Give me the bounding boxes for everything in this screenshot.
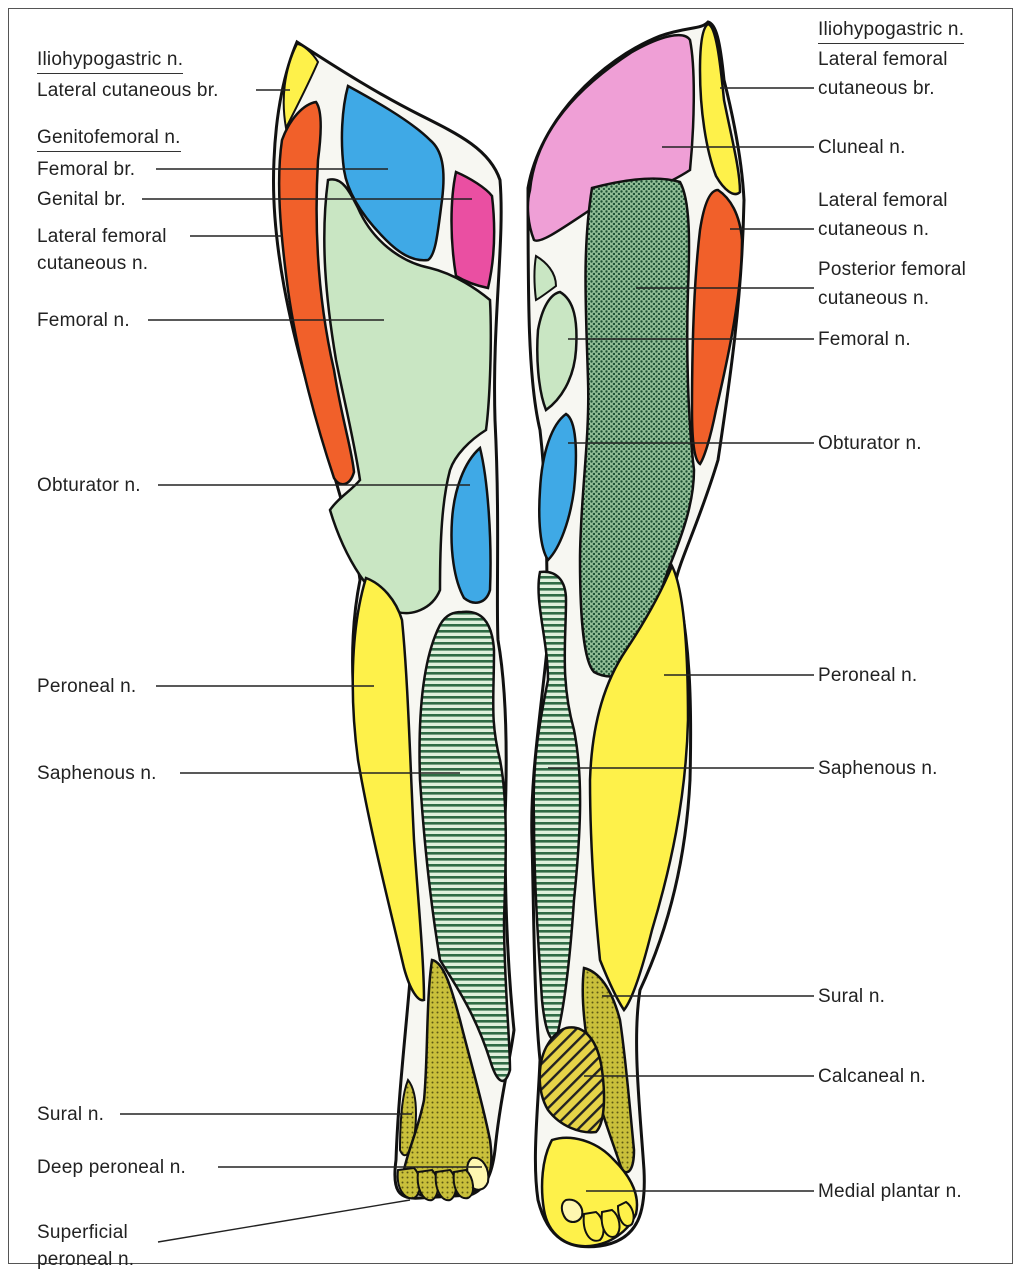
label-right-peroneal: Peroneal n. bbox=[818, 661, 917, 690]
label-right-posterior-femoral-cutaneous-line2: cutaneous n. bbox=[818, 284, 929, 313]
label-right-medial-plantar: Medial plantar n. bbox=[818, 1177, 962, 1206]
right-heel-spot bbox=[562, 1200, 582, 1222]
label-right-cluneal: Cluneal n. bbox=[818, 133, 906, 162]
label-right-lateral-femoral-cutaneous-branch-line1: Lateral femoral bbox=[818, 45, 948, 74]
label-right-lateral-femoral-cutaneous-line2: cutaneous n. bbox=[818, 215, 929, 244]
label-left-lateral-cutaneous-branch: Lateral cutaneous br. bbox=[37, 76, 219, 105]
label-left-lateral-femoral-cutaneous-line2: cutaneous n. bbox=[37, 249, 148, 278]
label-right-sural: Sural n. bbox=[818, 982, 885, 1011]
label-left-femoral: Femoral n. bbox=[37, 306, 130, 335]
label-left-obturator: Obturator n. bbox=[37, 471, 141, 500]
label-left-saphenous: Saphenous n. bbox=[37, 759, 157, 788]
label-right-saphenous: Saphenous n. bbox=[818, 754, 938, 783]
label-right-iliohypogastric: Iliohypogastric n. bbox=[818, 18, 964, 44]
label-left-peroneal: Peroneal n. bbox=[37, 672, 136, 701]
label-left-sural: Sural n. bbox=[37, 1100, 104, 1129]
label-right-calcaneal: Calcaneal n. bbox=[818, 1062, 926, 1091]
label-left-deep-peroneal: Deep peroneal n. bbox=[37, 1153, 186, 1182]
left-toes bbox=[398, 1168, 473, 1200]
label-left-lateral-femoral-cutaneous-line1: Lateral femoral bbox=[37, 222, 167, 251]
label-left-superficial-peroneal-line1: Superficial bbox=[37, 1218, 128, 1247]
label-right-femoral: Femoral n. bbox=[818, 325, 911, 354]
label-right-obturator: Obturator n. bbox=[818, 429, 922, 458]
label-left-genitofemoral: Genitofemoral n. bbox=[37, 126, 181, 152]
label-left-superficial-peroneal-line2: peroneal n. bbox=[37, 1245, 134, 1272]
label-right-lateral-femoral-cutaneous-branch-line2: cutaneous br. bbox=[818, 74, 935, 103]
label-right-lateral-femoral-cutaneous-line1: Lateral femoral bbox=[818, 186, 948, 215]
label-left-femoral-branch: Femoral br. bbox=[37, 155, 135, 184]
label-left-iliohypogastric: Iliohypogastric n. bbox=[37, 48, 183, 74]
label-left-genital-branch: Genital br. bbox=[37, 185, 126, 214]
label-right-posterior-femoral-cutaneous-line1: Posterior femoral bbox=[818, 255, 966, 284]
